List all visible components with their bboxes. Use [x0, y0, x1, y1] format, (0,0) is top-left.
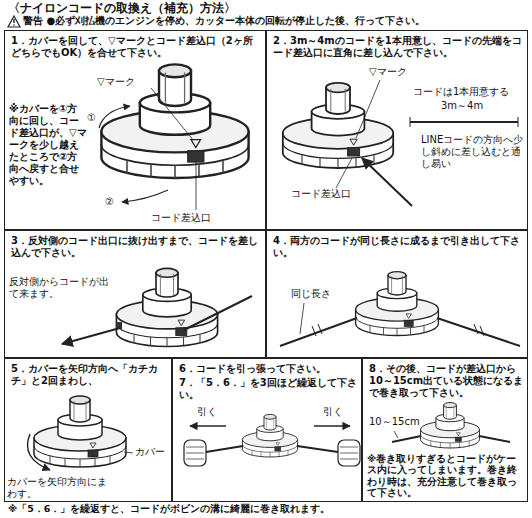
part-label: コード差込口	[150, 212, 212, 224]
step-text: 4．両方のコードが同じ長さに成るまで引き出して下さい。	[273, 235, 523, 259]
dimension: 3m～4m	[440, 100, 484, 112]
action-label: 引く	[322, 406, 344, 418]
note-text: 反対側からコードが出て来ます。	[8, 276, 110, 300]
action-label: 引く	[196, 406, 218, 418]
step-text: 3．反対側のコード出口に抜け出すまで、コードを差し込んで下さい。	[11, 235, 261, 259]
dimension: 同じ長さ	[290, 288, 332, 300]
step-text: 1．カバーを回して、▽マークとコード差込口（2ヶ所どちらでもOK）を合せて下さい…	[11, 35, 261, 59]
step-panel: 1．カバーを回して、▽マークとコード差込口（2ヶ所どちらでもOK）を合せて下さい…	[4, 30, 266, 230]
note-text: ※巻き取りすぎるとコードがケース内に入ってしまいます。巻き終わり時は、充分注意し…	[367, 453, 525, 499]
footnote: ※「5．6．」を繰返すと、コードがボビンの溝に綺麗に巻き取れます。	[8, 503, 330, 514]
part-label: ▽マーク	[96, 76, 136, 88]
step-text: 2．3m～4mのコードを1本用意し、コードの先端をコード差込口に直角に差し込んで…	[273, 35, 523, 59]
step-text: 6．コードを引っ張って下さい。	[179, 363, 359, 375]
step-panel: 4．両方のコードが同じ長さに成るまで引き出して下さい。	[266, 230, 528, 358]
dimension: 10～15cm	[368, 416, 421, 428]
step-text: 5．カバーを矢印方向へ「カチカチ」と2回まわし、	[11, 363, 169, 387]
part-label: ▽マーク	[368, 66, 408, 78]
title: 〈ナイロンコードの取換え（補充）方法〉	[8, 1, 236, 15]
note-text: カバーを矢印方向にまわす。	[6, 476, 108, 500]
note-text: 7．「5．6．」を3回ほど繰返して下さい。	[179, 377, 359, 401]
warning-note: 警告 ●必ず刈払機のエンジンを停め、カッター本体の回転が停止した後、行って下さい…	[22, 15, 426, 27]
step-panel: 3．反対側のコード出口に抜け出すまで、コードを差し込んで下さい。	[4, 230, 266, 358]
note-text: ※カバーを①方向に回し、コード差込口が、▽マークを少し越えたところで②方向へ戻す…	[9, 103, 87, 187]
step-panel: 5．カバーを矢印方向へ「カチカチ」と2回まわし、	[4, 358, 172, 502]
step-text: 8．その後、コードが差込口から10～15cm出ている状態になるまで巻き取って下さ…	[369, 363, 525, 399]
callout-number: ②	[104, 196, 115, 208]
note-text: LINEコードの方向へ少し斜めに差し込むと通し易い	[420, 134, 526, 170]
part-label: コード差込口	[290, 188, 352, 200]
part-label: カバー	[134, 446, 166, 458]
note-text: コードは1本用意する	[412, 86, 510, 98]
step-panel: 6．コードを引っ張って下さい。 7．「5．6．」を3回ほど繰返して下さい。	[172, 358, 362, 502]
step-panel: 2．3m～4mのコードを1本用意し、コードの先端をコード差込口に直角に差し込んで…	[266, 30, 528, 230]
step-panel: 8．その後、コードが差込口から10～15cm出ている状態になるまで巻き取って下さ…	[362, 358, 528, 502]
callout-number: ①	[86, 112, 97, 124]
